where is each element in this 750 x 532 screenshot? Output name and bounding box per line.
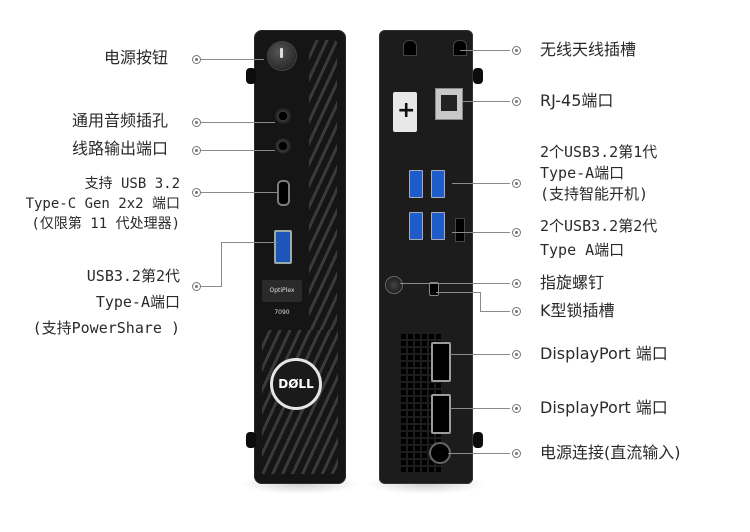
leader-dot — [192, 118, 201, 127]
antenna-slot-right — [453, 40, 467, 56]
leader-dot — [512, 228, 521, 237]
label-usb-gen2-2: Type A端口 — [540, 241, 625, 259]
label-dp2: DisplayPort 端口 — [540, 398, 668, 417]
front-foot-bottom — [246, 432, 256, 448]
label-usbc-3: (仅限第 11 代处理器) — [31, 216, 180, 232]
dell-logo: DØLL — [270, 358, 322, 410]
label-power-button: 电源按钮 — [104, 48, 169, 67]
label-usb-gen1-3: (支持智能开机) — [540, 185, 649, 203]
leader-dot — [512, 307, 521, 316]
usb-gen1-port-a[interactable] — [409, 170, 423, 198]
back-foot-bottom — [473, 432, 483, 448]
label-usbc-2: Type-C Gen 2x2 端口 — [25, 196, 180, 212]
leader-line — [221, 242, 277, 243]
leader-dot — [192, 55, 201, 64]
rj45-port[interactable] — [435, 88, 463, 120]
leader-line — [201, 122, 275, 123]
label-universal-audio: 通用音频插孔 — [72, 111, 169, 130]
label-line-out: 线路输出端口 — [72, 139, 169, 158]
leader-dot — [192, 146, 201, 155]
leader-line — [400, 283, 510, 284]
usb-gen1-port-b[interactable] — [431, 170, 445, 198]
kensington-slot[interactable] — [429, 282, 439, 296]
expansion-cover — [393, 92, 417, 132]
side-slot — [455, 218, 465, 242]
label-dp1: DisplayPort 端口 — [540, 344, 668, 363]
displayport-1[interactable] — [431, 342, 451, 382]
leader-dot — [512, 179, 521, 188]
leader-line — [452, 232, 510, 233]
leader-dot — [512, 46, 521, 55]
label-usb-gen1-1: 2个USB3.2第1代 — [540, 143, 658, 161]
back-foot-top — [473, 68, 483, 84]
leader-dot — [512, 97, 521, 106]
leader-dot — [512, 350, 521, 359]
leader-dot — [512, 279, 521, 288]
leader-line — [480, 311, 510, 312]
leader-line — [462, 101, 510, 102]
leader-line — [450, 408, 510, 409]
label-power-in: 电源连接(直流输入) — [540, 443, 681, 462]
leader-dot — [192, 282, 201, 291]
audio-jack[interactable] — [275, 108, 291, 124]
usb-gen2-port-b[interactable] — [431, 212, 445, 240]
label-wireless-antenna: 无线天线插槽 — [540, 40, 637, 59]
label-kensington: K型锁插槽 — [540, 301, 615, 320]
displayport-2[interactable] — [431, 394, 451, 434]
thumbscrew[interactable] — [385, 276, 403, 294]
leader-line — [450, 354, 510, 355]
leader-line — [436, 292, 480, 293]
usb-gen2-port-a[interactable] — [409, 212, 423, 240]
leader-line — [452, 183, 510, 184]
label-usba-3: (支持PowerShare ) — [32, 319, 180, 337]
label-usba-1: USB3.2第2代 — [86, 267, 180, 285]
label-rj45: RJ-45端口 — [540, 91, 614, 110]
antenna-slot-left — [403, 40, 417, 56]
label-usbc-1: 支持 USB 3.2 — [84, 176, 180, 192]
label-usb-gen1-2: Type-A端口 — [540, 164, 625, 182]
line-out-jack[interactable] — [275, 138, 291, 154]
leader-dot — [512, 449, 521, 458]
label-thumbscrew: 指旋螺钉 — [540, 273, 605, 292]
leader-line — [460, 50, 510, 51]
usb-a-front-port[interactable] — [274, 230, 292, 264]
usb-c-port[interactable] — [277, 180, 290, 206]
label-usb-gen2-1: 2个USB3.2第2代 — [540, 217, 658, 235]
power-button[interactable] — [268, 42, 296, 70]
leader-line — [201, 286, 221, 287]
leader-line — [201, 192, 277, 193]
leader-line — [201, 59, 264, 60]
front-foot-top — [246, 68, 256, 84]
leader-line — [221, 242, 222, 287]
leader-line — [480, 292, 481, 311]
model-tag: OptiPlex 7090 — [262, 280, 302, 316]
leader-dot — [192, 188, 201, 197]
leader-line — [201, 150, 275, 151]
label-usba-2: Type-A端口 — [95, 293, 180, 311]
leader-dot — [512, 404, 521, 413]
leader-line — [448, 453, 510, 454]
front-chassis: OptiPlex 7090 DØLL — [254, 30, 346, 484]
back-chassis — [379, 30, 473, 484]
